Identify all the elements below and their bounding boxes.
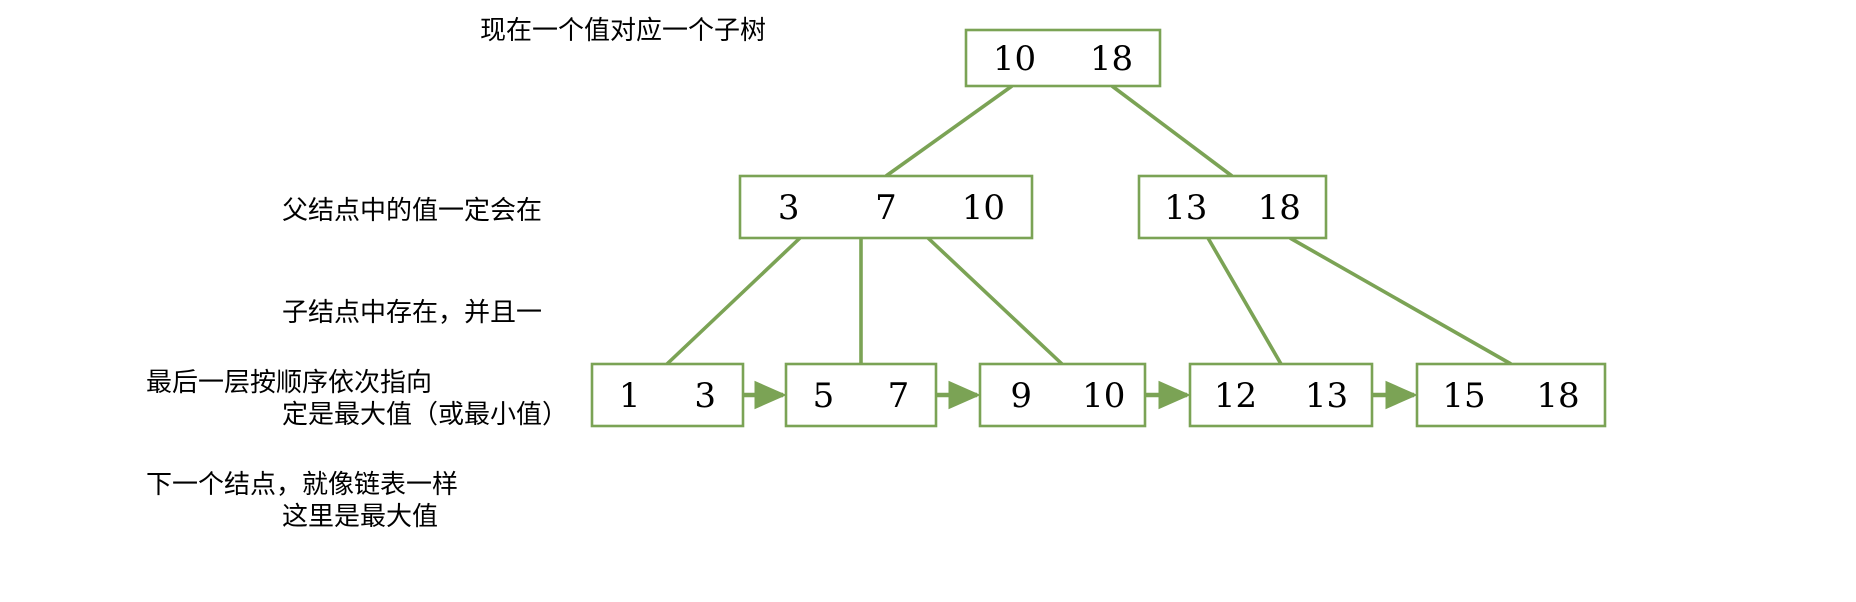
tree-edge-mid-left-to-leaf-3 <box>926 236 1064 366</box>
node-box-mid-right <box>1137 174 1328 240</box>
tree-edge-mid-right-to-leaf-4 <box>1206 237 1283 365</box>
node-value-leaf-4-1: 13 <box>1305 376 1348 416</box>
node-value-leaf-2-0: 5 <box>813 376 835 416</box>
tree-edge-mid-left-to-leaf-1 <box>665 236 802 366</box>
node-value-mid-left-2: 10 <box>962 188 1005 228</box>
annotation-parent-rule-line-1: 父结点中的值一定会在 <box>282 196 543 226</box>
node-value-root-1: 18 <box>1090 39 1133 79</box>
node-box-leaf-5 <box>1415 362 1607 428</box>
node-box-leaf-4 <box>1188 362 1374 428</box>
tree-edge-mid-right-to-leaf-5 <box>1289 236 1512 366</box>
annotation-parent-rule-line-3: 定是最大值（或最小值） <box>282 400 569 430</box>
annotation-root-note: 现在一个值对应一个子树 <box>480 16 767 46</box>
node-value-leaf-1-0: 1 <box>619 376 641 416</box>
annotation-leaf-chain-line-2: 下一个结点，就像链表一样 <box>146 470 459 500</box>
node-value-mid-right-0: 13 <box>1164 188 1207 228</box>
node-value-mid-left-0: 3 <box>778 188 800 228</box>
node-value-leaf-4-0: 12 <box>1214 376 1257 416</box>
tree-node-mid-left[interactable]: 3 7 10 <box>738 174 1034 240</box>
tree-edge-root-to-mid-left <box>884 84 1014 178</box>
node-box-leaf-1 <box>590 362 745 428</box>
node-box-leaf-2 <box>784 362 938 428</box>
node-value-leaf-5-0: 15 <box>1442 376 1485 416</box>
node-value-leaf-3-1: 10 <box>1082 376 1125 416</box>
node-value-leaf-1-1: 3 <box>694 376 716 416</box>
node-value-mid-left-1: 7 <box>875 188 897 228</box>
tree-edges <box>665 84 1512 366</box>
annotation-leaf-chain-line-1: 最后一层按顺序依次指向 <box>146 368 433 398</box>
tree-node-leaf-3[interactable]: 9 10 <box>978 362 1147 428</box>
node-value-leaf-3-0: 9 <box>1010 376 1032 416</box>
annotation-parent-rule-line-2: 子结点中存在，并且一 <box>282 298 543 328</box>
annotation-leaf-chain-rule: 最后一层按顺序依次指向 下一个结点，就像链表一样 <box>146 298 458 570</box>
node-value-root-0: 10 <box>993 39 1036 79</box>
node-box-leaf-3 <box>978 362 1147 428</box>
tree-node-mid-right[interactable]: 13 18 <box>1137 174 1328 240</box>
node-value-leaf-5-1: 18 <box>1536 376 1579 416</box>
node-value-leaf-2-1: 7 <box>888 376 910 416</box>
tree-edge-root-to-mid-right <box>1110 84 1234 178</box>
node-box-root <box>964 28 1162 88</box>
node-value-mid-right-1: 18 <box>1258 188 1301 228</box>
tree-node-root[interactable]: 10 18 <box>964 28 1162 88</box>
tree-node-leaf-4[interactable]: 12 13 <box>1188 362 1374 428</box>
node-box-mid-left <box>738 174 1034 240</box>
